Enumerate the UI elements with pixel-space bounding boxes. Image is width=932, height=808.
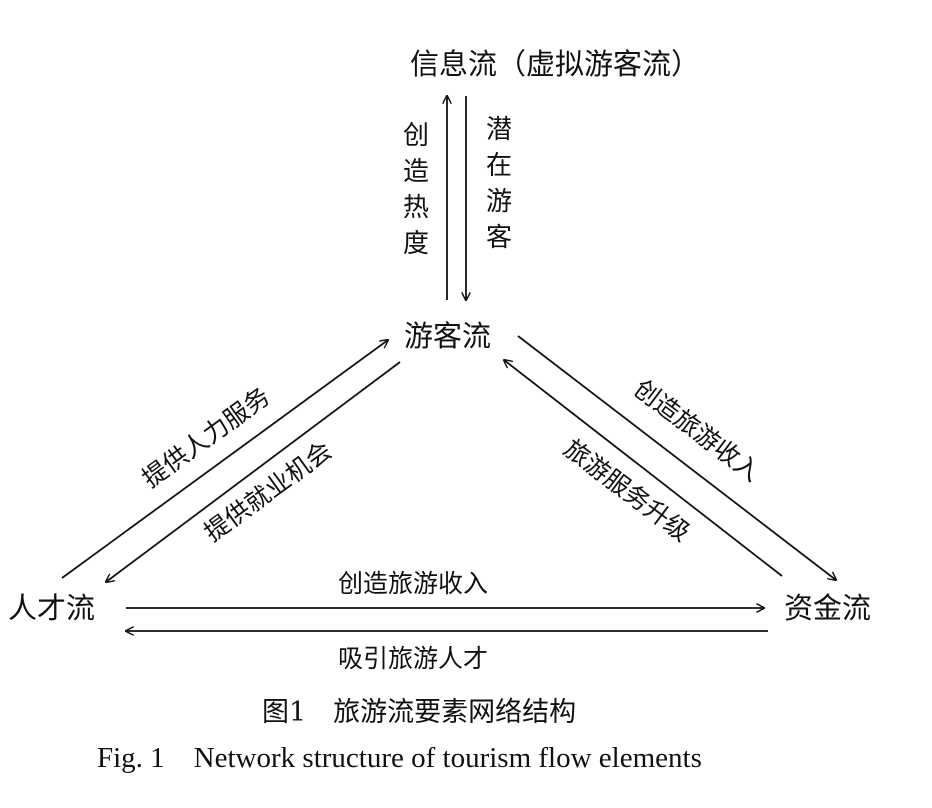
arrow-tourist-to-capital: [517, 335, 836, 580]
edge-label-info-to-tourist: 潜在游客: [485, 115, 512, 253]
edge-label-talent-to-capital: 创造旅游收入: [338, 569, 489, 598]
arrow-capital-to-tourist: [504, 360, 783, 577]
node-information-flow: 信息流（虚拟游客流）: [410, 47, 701, 81]
arrow-talent-to-tourist: [61, 340, 388, 579]
node-capital-flow: 资金流: [784, 591, 872, 625]
caption-english: Fig. 1 Network structure of tourism flow…: [97, 742, 702, 774]
edge-label-capital-to-talent: 吸引旅游人才: [338, 644, 489, 673]
arrow-tourist-to-talent: [106, 361, 401, 582]
node-talent-flow: 人才流: [8, 591, 96, 625]
edge-label-tourist-to-info: 创造热度: [402, 121, 429, 259]
node-tourist-flow: 游客流: [404, 319, 492, 353]
caption-chinese: 图1 旅游流要素网络结构: [262, 697, 577, 728]
